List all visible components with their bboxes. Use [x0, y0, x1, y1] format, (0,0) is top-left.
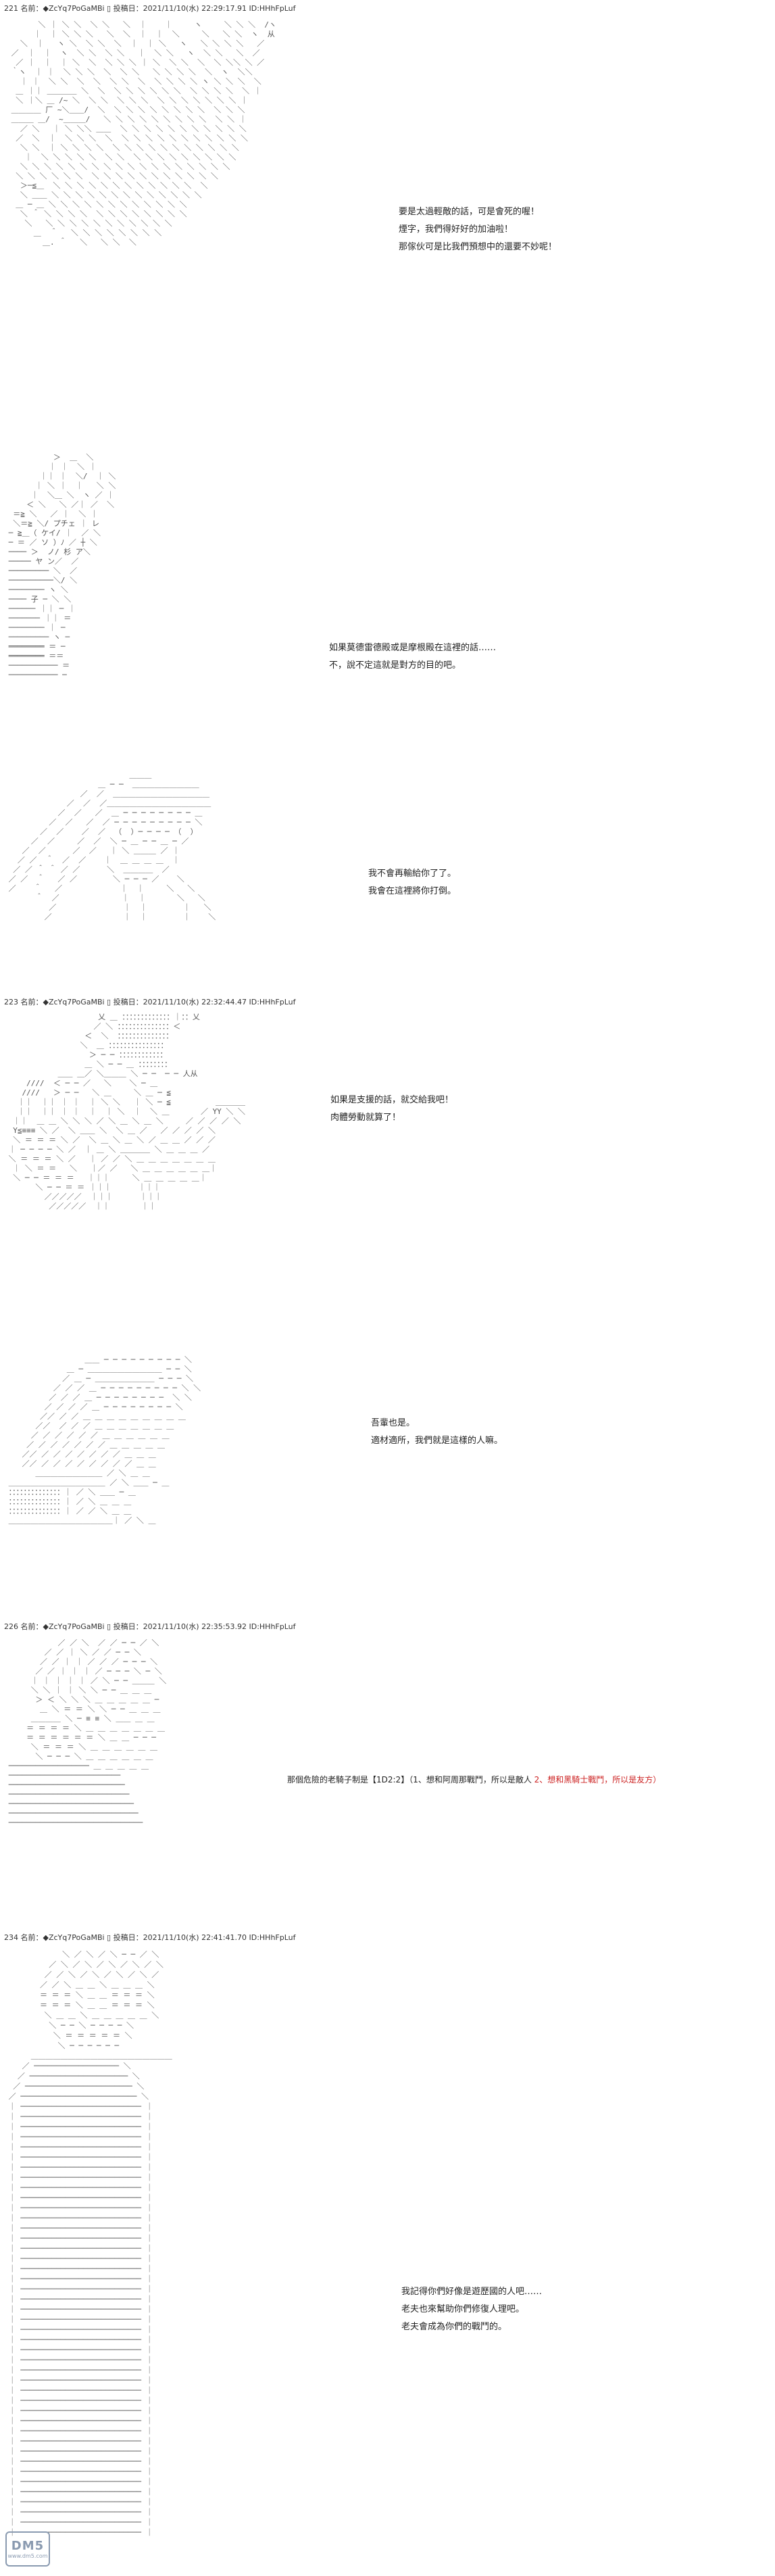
dialog-line: 我會在這裡將你打倒。 — [368, 886, 457, 896]
dialog-highlight: 2、想和黑騎士戰鬥，所以是友方） — [534, 1775, 661, 1784]
dialog-panel-6: 那個危險的老騎子制是【1D2:2】（1、想和阿周那戰鬥，所以是敵人 2、想和黑騎… — [287, 1771, 661, 1789]
post-header-223: 223 名前：◆ZcYq7PoGaMBi ▯ 投稿日：2021/11/10(水)… — [4, 998, 296, 1006]
ascii-art-panel-7: ＼ ／ ＼ ／ ＼ ─ ─ ／ ＼ ／ ＼ ／ ＼ ／ ＼ ／ ＼ ／ ＼ ／ … — [8, 1950, 172, 2537]
dialog-line: 如果是支援的話，就交給我吧！ — [330, 1095, 454, 1105]
dialog-line: 適材適所，我們就是這樣的人嘛。 — [371, 1436, 503, 1446]
dialog-line: 那個危險的老騎子制是【1D2:2】（1、想和阿周那戰鬥，所以是敵人 — [287, 1775, 532, 1784]
post-header-221: 221 名前：◆ZcYq7PoGaMBi ▯ 投稿日：2021/11/10(水)… — [4, 4, 296, 13]
post-header-226: 226 名前：◆ZcYq7PoGaMBi ▯ 投稿日：2021/11/10(水)… — [4, 1622, 296, 1631]
dialog-panel-5: 吾輩也是。 適材適所，我們就是這樣的人嘛。 — [371, 1415, 503, 1450]
dialog-line: 如果莫德雷德殿或是摩根殿在這裡的話…… — [329, 643, 497, 653]
dialog-line: 不，說不定這就是對方的目的吧。 — [329, 660, 461, 671]
dialog-panel-3: 我不會再輸給你了了。 我會在這裡將你打倒。 — [368, 865, 456, 900]
dialog-line: 我不會再輸給你了了。 — [368, 869, 457, 879]
watermark-logo-text: DM5 — [11, 2539, 45, 2553]
dialog-panel-1: 要是太過輕敵的話，可是會死的喔！ 煙字，我們得好好的加油啦！ 那傢伙可是比我們預… — [399, 203, 557, 256]
ascii-art-panel-3: ＿＿＿ ＿ ─ ─ ＿＿＿＿＿＿＿＿＿ ／ ／ ＿＿＿＿＿＿＿＿＿＿＿＿＿ ／ … — [8, 771, 216, 921]
post-header-234: 234 名前：◆ZcYq7PoGaMBi ▯ 投稿日：2021/11/10(水)… — [4, 1933, 296, 1942]
ascii-art-panel-4: 乂 ＿ ：：：：：：：：：：：：：｜：：乂 ／ ＼ ：：：：：：：：：：：：：：… — [8, 1013, 246, 1211]
dialog-line: 老夫也來幫助你們修復人理吧。 — [401, 2304, 525, 2314]
dm5-watermark-logo: DM5 www.dm5.com — [5, 2531, 50, 2567]
dialog-line: 老夫會成為你們的戰鬥的。 — [401, 2322, 507, 2332]
dialog-line: 肉體勞動就算了！ — [330, 1113, 401, 1123]
ascii-art-panel-6: ／ ／ ＼ ／ ／ ─ ─ ／ ＼ ／ ／ ｜ ＼ ／ ／ ─ ─ ＼ ／ ／ … — [8, 1638, 167, 1827]
dialog-panel-2: 如果莫德雷德殿或是摩根殿在這裡的話…… 不，說不定這就是對方的目的吧。 — [329, 639, 496, 675]
dialog-line: 那傢伙可是比我們預想中的還要不妙呢！ — [399, 242, 557, 252]
dialog-panel-7: 我記得你們好像是遊歷國的人吧…… 老夫也來幫助你們修復人理吧。 老夫會成為你們的… — [401, 2283, 542, 2336]
ascii-art-panel-1: ＼ ｜ ＼ ＼ ＼ ＼ ＼ ｜ ｜ ヽ ＼ ＼ ＼ /ヽ ｜ ｜ ＼ ＼ ＼ ＼… — [11, 20, 277, 247]
ascii-art-panel-5: ＿＿ ─ ─ ─ ─ ─ ─ ─ ─ ─ ＼ ＿ ─ ＿＿＿＿＿＿＿＿＿＿ ─ … — [8, 1355, 201, 1525]
dialog-line: 煙字，我們得好好的加油啦！ — [399, 224, 514, 235]
dialog-line: 吾輩也是。 — [371, 1418, 416, 1428]
ascii-art-panel-2: ＞ ＿ ＼ ｜ ｜ ＼ ｜ ｜｜ ｜ ＼/ ｜ ＼ ｜ ＼ ｜ ｜ ＼ ＼ ｜ … — [8, 453, 116, 679]
dialog-line: 我記得你們好像是遊歷國的人吧…… — [401, 2287, 543, 2297]
dialog-line: 要是太過輕敵的話，可是會死的喔！ — [399, 207, 540, 217]
dialog-panel-4: 如果是支援的話，就交給我吧！ 肉體勞動就算了！ — [330, 1092, 453, 1127]
watermark-site-text: www.dm5.com — [7, 2553, 48, 2559]
